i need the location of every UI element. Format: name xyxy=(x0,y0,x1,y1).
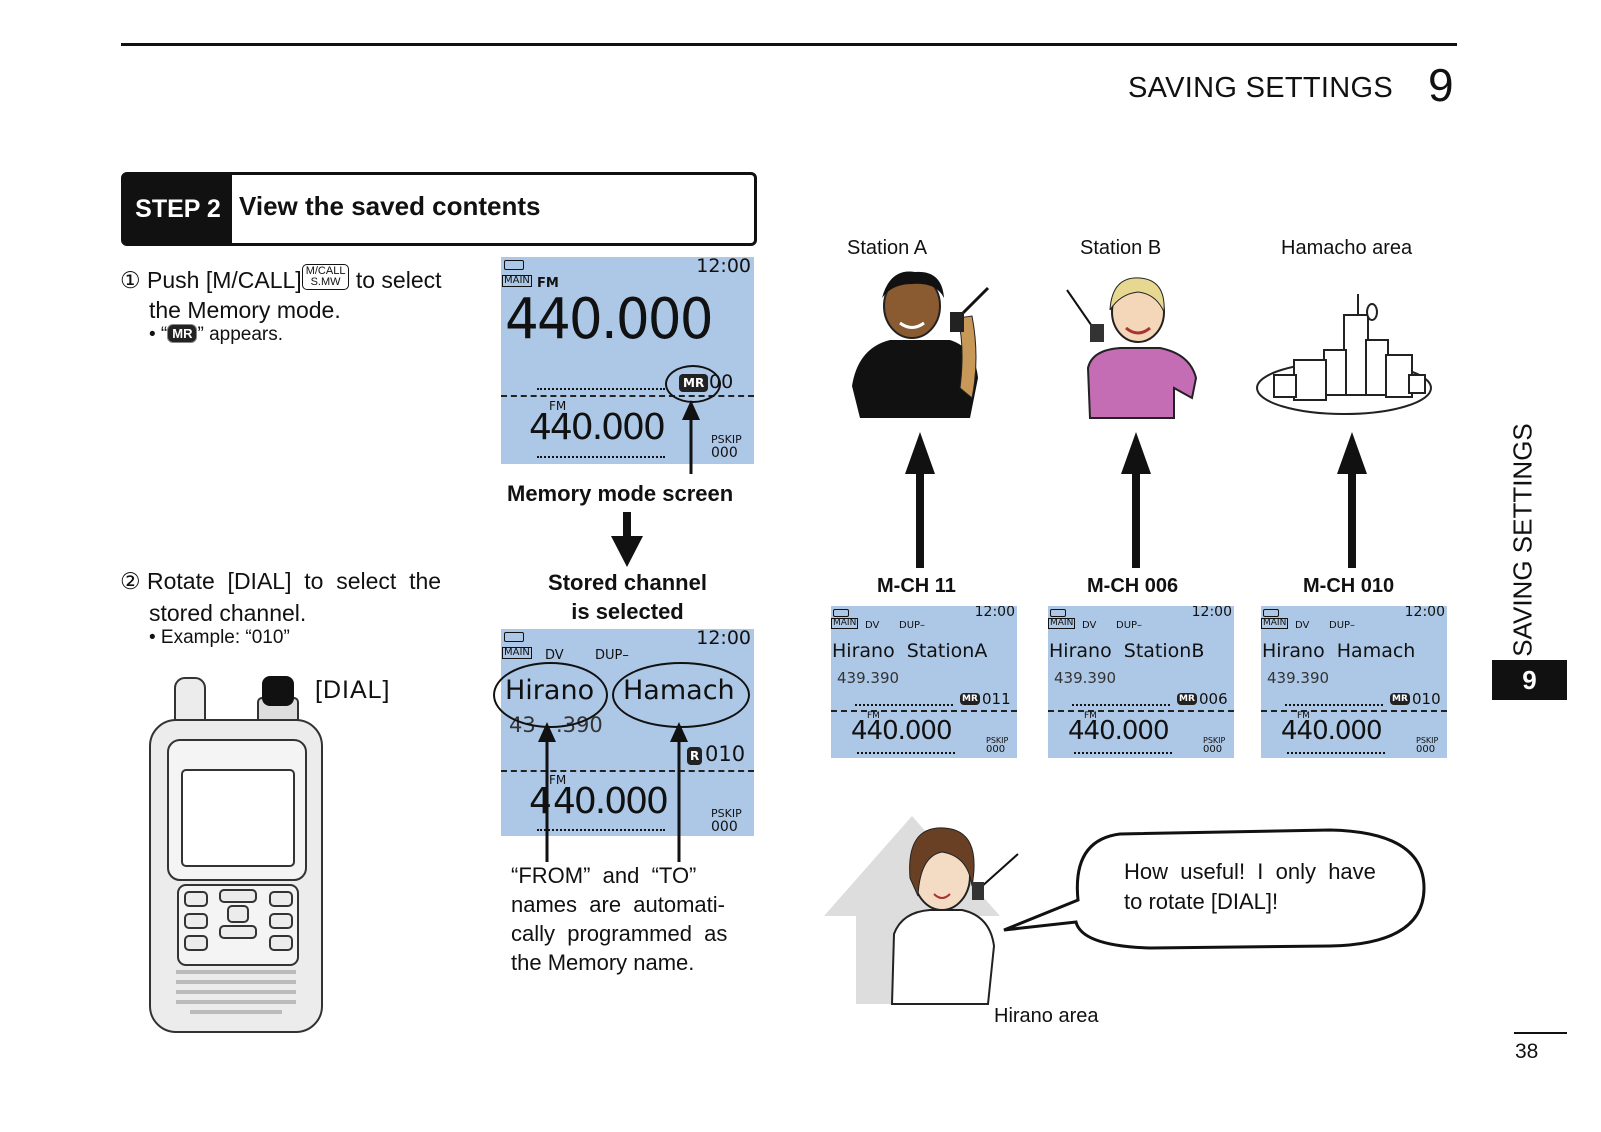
up-arrow-icon xyxy=(1121,432,1151,568)
step-header-box: STEP 2 View the saved contents xyxy=(121,172,757,246)
transceiver-illustration xyxy=(149,676,323,1033)
mr-icon: MR xyxy=(1177,693,1197,705)
channel-number: 011 xyxy=(982,690,1011,708)
pskip-number: 000 xyxy=(711,819,738,835)
stored-channel-caption: Stored channel is selected xyxy=(548,570,707,624)
pskip-number: 000 xyxy=(711,445,738,461)
pskip-label: PSKIP xyxy=(711,807,742,820)
channel-number: 010 xyxy=(705,742,746,766)
channel-screen-a: 12:00 MAIN DV DUP– Hirano StationA 439.3… xyxy=(831,606,1017,758)
memory-name: Hirano Hamach xyxy=(1262,640,1416,662)
memory-mode-caption: Memory mode screen xyxy=(507,481,734,506)
screen-time: 12:00 xyxy=(696,257,751,277)
battery-icon xyxy=(1263,609,1279,617)
mode-label: DV xyxy=(545,648,564,663)
mode-label: FM xyxy=(537,276,559,291)
dial-label: [DIAL] xyxy=(315,676,391,704)
mch-label-c: M-CH 010 xyxy=(1303,575,1395,597)
main-tag: MAIN xyxy=(502,275,532,287)
mr-icon: MR xyxy=(167,324,198,343)
step-label: STEP 2 xyxy=(124,175,232,243)
channel-number: 010 xyxy=(1412,690,1441,708)
battery-icon xyxy=(833,609,849,617)
instruction-1-line2: the Memory mode. xyxy=(149,297,341,323)
instruction-2: ② Rotate [DIAL] to select the xyxy=(120,568,442,594)
sub-mode: FM xyxy=(549,399,567,413)
mch-label-b: M-CH 006 xyxy=(1087,575,1179,597)
station-a-person-illustration xyxy=(852,271,990,418)
memory-name: Hirano StationA xyxy=(832,640,988,662)
mch-label-a: M-CH 11 xyxy=(877,575,956,597)
sub-frequency: 440.000 xyxy=(529,407,666,448)
station-a-title: Station A xyxy=(847,237,928,259)
main-tag: MAIN xyxy=(502,647,532,659)
up-arrow-icon xyxy=(905,432,935,568)
memory-name: Hirano StationB xyxy=(1049,640,1205,662)
side-tab-number: 9 xyxy=(1492,660,1567,700)
station-b-person-illustration xyxy=(1066,277,1198,419)
speech-text: How useful! I only have to rotate [DIAL]… xyxy=(1124,859,1376,914)
mr-highlight-circle xyxy=(665,365,721,403)
speech-bubble xyxy=(1003,828,1426,950)
main-frequency: 440.000 xyxy=(505,287,714,352)
mr-icon: MR xyxy=(1390,693,1410,705)
instruction-2-note: • Example: “010” xyxy=(149,627,290,648)
hirano-area-label: Hirano area xyxy=(994,1005,1099,1027)
step-number-1: ① xyxy=(120,267,141,293)
mr-icon: MR xyxy=(960,693,980,705)
battery-icon xyxy=(504,260,524,270)
battery-icon xyxy=(504,632,524,642)
hamacho-area-title: Hamacho area xyxy=(1281,237,1413,259)
mr-icon: R xyxy=(687,747,703,765)
instruction-1-note: • “MR” appears. xyxy=(149,324,284,345)
instruction-1-suffix: to select xyxy=(349,267,442,293)
screen-time: 12:00 xyxy=(696,629,751,649)
section-title: SAVING SETTINGS xyxy=(1128,72,1394,104)
header-rule xyxy=(121,43,1457,46)
hirano-house-illustration xyxy=(824,816,1019,1005)
step-title: View the saved contents xyxy=(239,191,541,221)
station-b-title: Station B xyxy=(1080,237,1162,259)
sub-frequency: 40.000 xyxy=(553,781,669,822)
dup-label: DUP– xyxy=(595,648,629,663)
pointer-arrow-icon xyxy=(682,400,700,474)
from-highlight-circle xyxy=(493,662,608,728)
pskip-label: PSKIP xyxy=(711,433,742,446)
channel-screen-c: 12:00 MAIN DV DUP– Hirano Hamach 439.390… xyxy=(1261,606,1447,758)
channel-number: 006 xyxy=(1199,690,1228,708)
name-pointer-arrows xyxy=(538,722,688,862)
hamacho-city-illustration xyxy=(1256,294,1432,415)
side-tab-text: SAVING SETTINGS xyxy=(1507,423,1538,657)
page-number-rule xyxy=(1514,1032,1567,1034)
instruction-2-line2: stored channel. xyxy=(149,600,307,626)
chapter-number: 9 xyxy=(1428,59,1454,111)
sub-mode: FM xyxy=(549,773,567,787)
down-arrow-icon xyxy=(611,512,643,567)
instruction-1-prefix: Push [M/CALL] xyxy=(147,267,302,293)
battery-icon xyxy=(1050,609,1066,617)
from-to-caption: “FROM” and “TO” names are automati- call… xyxy=(511,863,728,975)
channel-screen-b: 12:00 MAIN DV DUP– Hirano StationB 439.3… xyxy=(1048,606,1234,758)
dial-knob-icon xyxy=(262,676,294,706)
to-highlight-circle xyxy=(612,662,750,728)
up-arrow-icon xyxy=(1337,432,1367,568)
page-number: 38 xyxy=(1515,1040,1539,1063)
memory-mode-screen: 12:00 MAIN FM 440.000 MR 00 FM 440.000 P… xyxy=(501,257,754,464)
